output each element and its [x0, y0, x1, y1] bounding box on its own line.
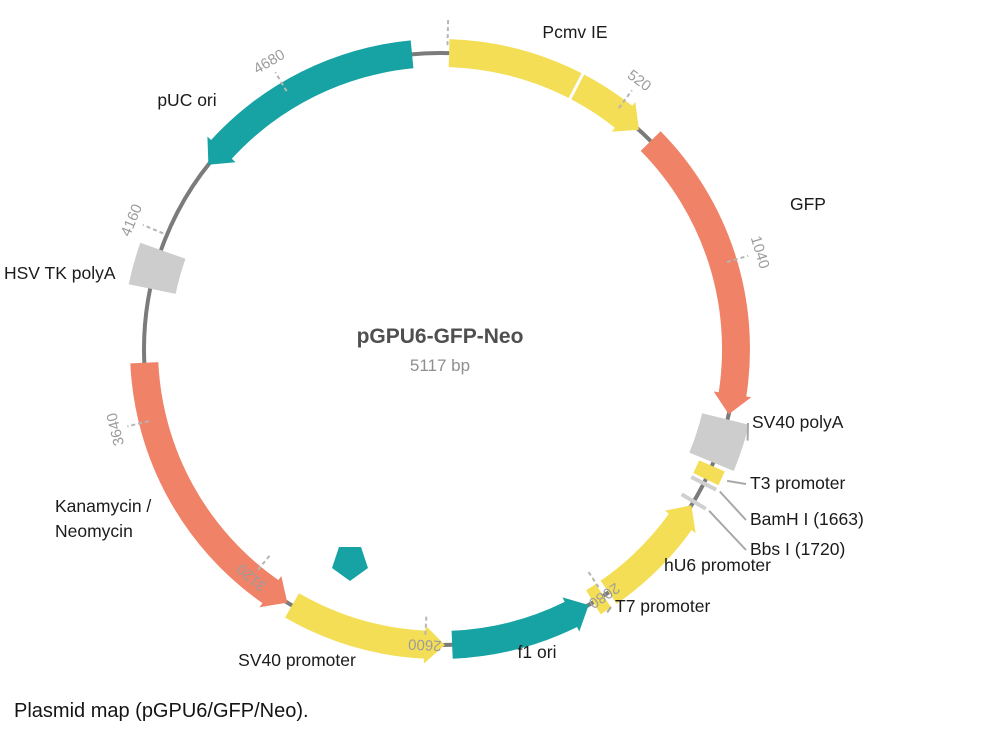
feature-label-t7-promoter: T7 promoter	[615, 596, 710, 616]
feature-label-puc-ori: pUC ori	[157, 90, 216, 110]
feature-label-kan-neo-line1: Neomycin	[55, 521, 133, 541]
tick-mark-20	[446, 17, 450, 46]
tick-mark-520	[617, 89, 633, 109]
feature-label-f1-ori: f1 ori	[518, 642, 557, 662]
tick-label-4160: 4160	[118, 202, 147, 239]
feature-arc-kan-neo	[130, 362, 288, 608]
tick-label-1040: 1040	[747, 234, 773, 271]
tick-mark-2080	[587, 571, 601, 590]
plasmid-size-label: 5117 bp	[410, 356, 470, 375]
feature-label-hsv-tk-polya: HSV TK polyA	[4, 263, 116, 283]
feature-divider-pcmv-ie	[567, 71, 586, 102]
feature-label-hu6-promoter: hU6 promoter	[664, 555, 771, 575]
feature-arc-sv40-polya	[689, 413, 749, 471]
tick-mark-3640	[127, 420, 150, 428]
feature-label-sv40-promoter: SV40 promoter	[238, 650, 356, 670]
site-label-bamhi: BamH I (1663)	[750, 509, 864, 529]
tick-mark-2600	[424, 616, 428, 637]
leader-line-t7-promoter	[606, 606, 612, 613]
tick-mark-3120	[256, 555, 271, 572]
feature-arc-sv40-promoter	[285, 593, 445, 664]
tick-label-3640: 3640	[104, 411, 129, 447]
feature-arc-puc-ori	[207, 40, 414, 165]
feature-label-pcmv-ie: Pcmv IE	[542, 22, 607, 42]
site-label-bbsi: Bbs I (1720)	[750, 539, 845, 559]
feature-arc-t7-promoter	[586, 584, 612, 615]
site-mark-bamhi	[690, 475, 718, 492]
feature-arc-hsv-tk-polya	[128, 242, 186, 294]
tick-mark-4160	[142, 223, 164, 235]
site-mark-bbsi	[680, 492, 707, 511]
tick-label-2600: 2600	[408, 635, 442, 654]
feature-arc-pcmv-ie	[448, 39, 639, 132]
feature-arc-gfp	[640, 131, 752, 415]
figure-caption: Plasmid map (pGPU6/GFP/Neo).	[14, 700, 309, 722]
feature-arc-f1-ori	[451, 597, 589, 659]
pentagon-marker	[332, 547, 368, 581]
feature-label-gfp: GFP	[790, 194, 826, 214]
feature-label-t3-promoter: T3 promoter	[750, 473, 845, 493]
tick-mark-4680	[274, 71, 288, 92]
leader-line-t3-promoter	[726, 479, 747, 485]
feature-arc-t3-promoter	[693, 460, 725, 486]
leader-line-bbsi	[708, 510, 747, 551]
tick-mark-1040	[726, 254, 749, 264]
feature-label-kan-neo-line0: Kanamycin /	[55, 496, 151, 516]
leader-line-bamhi	[719, 490, 747, 521]
feature-label-sv40-polya: SV40 polyA	[752, 412, 844, 432]
tick-label-520: 520	[624, 67, 654, 96]
plasmid-title: pGPU6-GFP-Neo	[357, 325, 524, 348]
feature-arc-hu6-promoter	[600, 505, 696, 604]
tick-label-4680: 4680	[251, 46, 288, 78]
